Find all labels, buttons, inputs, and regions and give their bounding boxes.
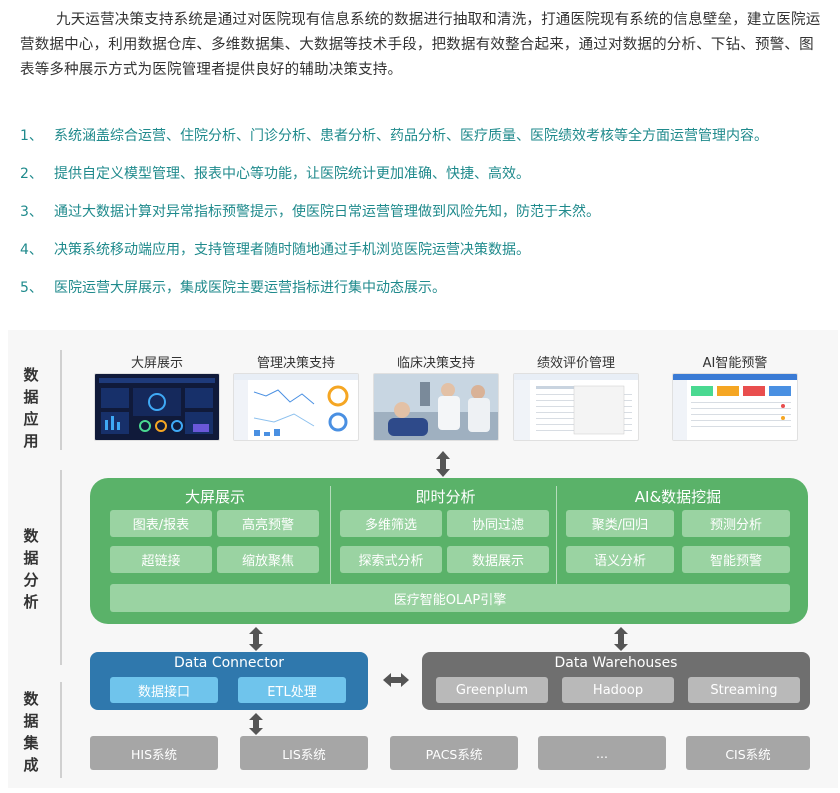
section-title-bigscreen: 大屏展示 — [184, 488, 245, 506]
app-title-performance: 绩效评价管理 — [536, 356, 615, 371]
feature-box: 智能预警 — [682, 546, 790, 573]
feature-list: 1、系统涵盖综合运营、住院分析、门诊分析、患者分析、药品分析、医疗质量、医院绩效… — [20, 116, 828, 306]
section-title-instant: 即时分析 — [415, 488, 476, 506]
ai-warning-thumbnail-graphic — [673, 374, 797, 440]
horizontal-double-arrow-icon — [383, 673, 409, 687]
ai-warning-thumbnail — [672, 373, 798, 441]
data-warehouse-title: Data Warehouses — [554, 655, 678, 671]
list-item: 4、决策系统移动端应用，支持管理者随时随地通过手机浏览医院运营决策数据。 — [20, 230, 828, 268]
warehouse-item: Streaming — [688, 677, 800, 703]
double-arrow-icon — [249, 627, 263, 651]
bigscreen-thumbnail — [94, 373, 220, 441]
list-item: 1、系统涵盖综合运营、住院分析、门诊分析、患者分析、药品分析、医疗质量、医院绩效… — [20, 116, 828, 154]
double-arrow-icon — [249, 713, 263, 735]
performance-thumbnail-graphic — [514, 374, 638, 440]
layer-label-integration: 数据集成 — [23, 690, 39, 774]
source-system-box: LIS系统 — [240, 736, 368, 770]
feature-box: 高亮预警 — [217, 510, 319, 537]
management-thumbnail — [233, 373, 359, 441]
list-number: 5、 — [20, 280, 43, 296]
feature-box: 聚类/回归 — [566, 510, 674, 537]
layer-label-application: 数据应用 — [23, 366, 39, 450]
list-item: 3、通过大数据计算对异常指标预警提示，使医院日常运营管理做到风险先知，防范于未然… — [20, 192, 828, 230]
app-title-bigscreen: 大屏展示 — [130, 356, 183, 371]
section-divider — [330, 486, 331, 596]
data-connector-title: Data Connector — [173, 655, 285, 671]
feature-box: 缩放聚焦 — [217, 546, 319, 573]
app-title-management: 管理决策支持 — [256, 356, 335, 371]
connector-item: ETL处理 — [238, 677, 346, 703]
source-system-box: HIS系统 — [90, 736, 218, 770]
feature-box: 图表/报表 — [110, 510, 212, 537]
list-text: 决策系统移动端应用，支持管理者随时随地通过手机浏览医院运营决策数据。 — [54, 242, 530, 258]
layer-label-analysis: 数据分析 — [23, 527, 39, 611]
olap-engine-bar: 医疗智能OLAP引擎 — [110, 584, 790, 612]
list-item: 2、提供自定义模型管理、报表中心等功能，让医院统计更加准确、快捷、高效。 — [20, 154, 828, 192]
data-connector-panel: Data Connector 数据接口 ETL处理 — [90, 652, 368, 710]
section-divider — [556, 486, 557, 596]
list-item: 5、医院运营大屏展示，集成医院主要运营指标进行集中动态展示。 — [20, 268, 828, 306]
management-thumbnail-graphic — [234, 374, 358, 440]
feature-box: 超链接 — [110, 546, 212, 573]
app-title-clinical: 临床决策支持 — [396, 356, 475, 371]
data-warehouse-panel: Data Warehouses Greenplum Hadoop Streami… — [422, 652, 810, 710]
warehouse-item: Hadoop — [562, 677, 674, 703]
list-text: 通过大数据计算对异常指标预警提示，使医院日常运营管理做到风险先知，防范于未然。 — [54, 204, 600, 220]
list-text: 医院运营大屏展示，集成医院主要运营指标进行集中动态展示。 — [54, 280, 446, 296]
feature-box: 预测分析 — [682, 510, 790, 537]
list-number: 2、 — [20, 166, 43, 182]
list-number: 3、 — [20, 204, 43, 220]
section-title-ai-mining: AI&数据挖掘 — [634, 488, 722, 506]
warehouse-item: Greenplum — [436, 677, 548, 703]
feature-box: 多维筛选 — [340, 510, 442, 537]
analysis-panel: 大屏展示 即时分析 AI&数据挖掘 图表/报表 高亮预警 超链接 缩放聚焦 多维… — [90, 478, 808, 624]
bigscreen-thumbnail-graphic — [99, 378, 215, 434]
list-text: 系统涵盖综合运营、住院分析、门诊分析、患者分析、药品分析、医疗质量、医院绩效考核… — [54, 128, 768, 144]
app-title-ai-warning: AI智能预警 — [702, 356, 768, 371]
double-arrow-icon — [614, 627, 628, 651]
double-arrow-icon — [436, 451, 450, 477]
layer-divider — [60, 682, 62, 778]
source-system-box: PACS系统 — [390, 736, 518, 770]
feature-box: 协同过滤 — [447, 510, 549, 537]
source-system-box: ... — [538, 736, 666, 770]
feature-box: 语义分析 — [566, 546, 674, 573]
source-system-box: CIS系统 — [686, 736, 810, 770]
list-number: 4、 — [20, 242, 43, 258]
list-text: 提供自定义模型管理、报表中心等功能，让医院统计更加准确、快捷、高效。 — [54, 166, 530, 182]
connector-item: 数据接口 — [110, 677, 218, 703]
architecture-diagram: 数据应用 数据分析 数据集成 大屏展示 管理决策支持 临床决策支持 绩效评价管理… — [8, 330, 838, 788]
feature-box: 探索式分析 — [340, 546, 442, 573]
clinical-photo — [373, 373, 499, 441]
layer-divider — [60, 350, 62, 450]
layer-divider — [60, 470, 62, 665]
feature-box: 数据展示 — [447, 546, 549, 573]
performance-thumbnail — [513, 373, 639, 441]
list-number: 1、 — [20, 128, 43, 144]
clinical-photo-graphic — [374, 374, 498, 440]
intro-paragraph: 九天运营决策支持系统是通过对医院现有信息系统的数据进行抽取和清洗，打通医院现有系… — [20, 12, 821, 78]
